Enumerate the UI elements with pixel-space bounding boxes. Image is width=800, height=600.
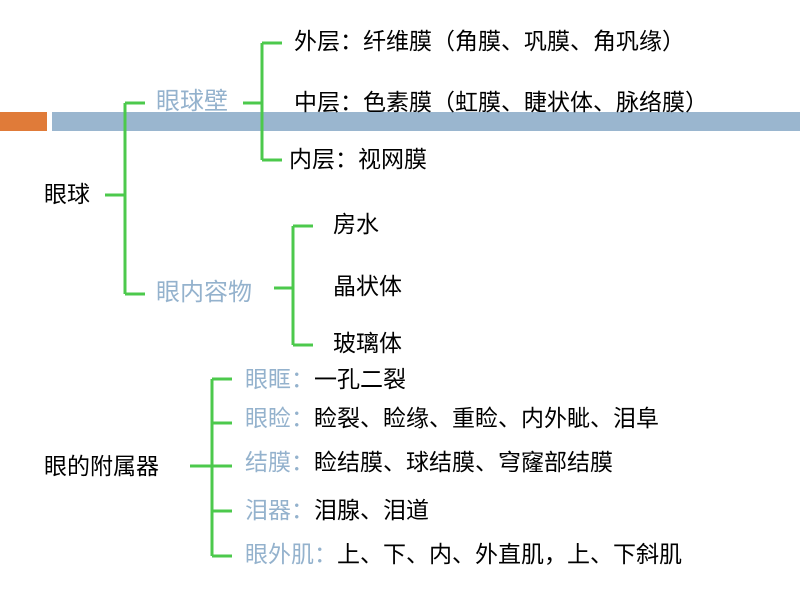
node-eyeball-wall: 眼球壁 — [156, 87, 228, 115]
adnexa-value-extraocular: 上、下、内、外直肌，上、下斜肌 — [337, 542, 682, 568]
header-accent-blue — [52, 112, 800, 131]
adnexa-row-extraocular: 眼外肌：上、下、内、外直肌，上、下斜肌 — [245, 544, 682, 567]
adnexa-row-orbit: 眼眶：一孔二裂 — [245, 369, 406, 392]
adnexa-value-orbit: 一孔二裂 — [314, 367, 406, 393]
adnexa-label-eyelid: 眼睑： — [245, 406, 314, 432]
node-outer-layer: 外层：纤维膜（角膜、巩膜、角巩缘） — [294, 29, 685, 55]
adnexa-label-orbit: 眼眶： — [245, 367, 314, 393]
node-middle-layer: 中层：色素膜（虹膜、睫状体、脉络膜） — [294, 90, 708, 116]
node-contents-item-3: 玻璃体 — [333, 331, 402, 357]
adnexa-label-extraocular: 眼外肌： — [245, 542, 337, 568]
adnexa-label-conjunctiva: 结膜： — [245, 450, 314, 476]
adnexa-label-lacrimal: 泪器： — [245, 498, 314, 524]
node-contents-item-1: 房水 — [333, 212, 379, 238]
adnexa-value-eyelid: 睑裂、睑缘、重睑、内外眦、泪阜 — [314, 406, 659, 432]
node-eye-contents: 眼内容物 — [156, 278, 252, 306]
node-contents-item-2: 晶状体 — [333, 274, 402, 300]
adnexa-row-lacrimal: 泪器：泪腺、泪道 — [245, 500, 429, 523]
adnexa-row-conjunctiva: 结膜：睑结膜、球结膜、穹窿部结膜 — [245, 452, 613, 475]
node-adnexa: 眼的附属器 — [44, 454, 159, 480]
adnexa-value-conjunctiva: 睑结膜、球结膜、穹窿部结膜 — [314, 450, 613, 476]
header-accent-orange — [0, 112, 47, 131]
node-eyeball: 眼球 — [44, 182, 90, 208]
adnexa-row-eyelid: 眼睑：睑裂、睑缘、重睑、内外眦、泪阜 — [245, 408, 659, 431]
adnexa-value-lacrimal: 泪腺、泪道 — [314, 498, 429, 524]
node-inner-layer: 内层：视网膜 — [289, 147, 427, 173]
